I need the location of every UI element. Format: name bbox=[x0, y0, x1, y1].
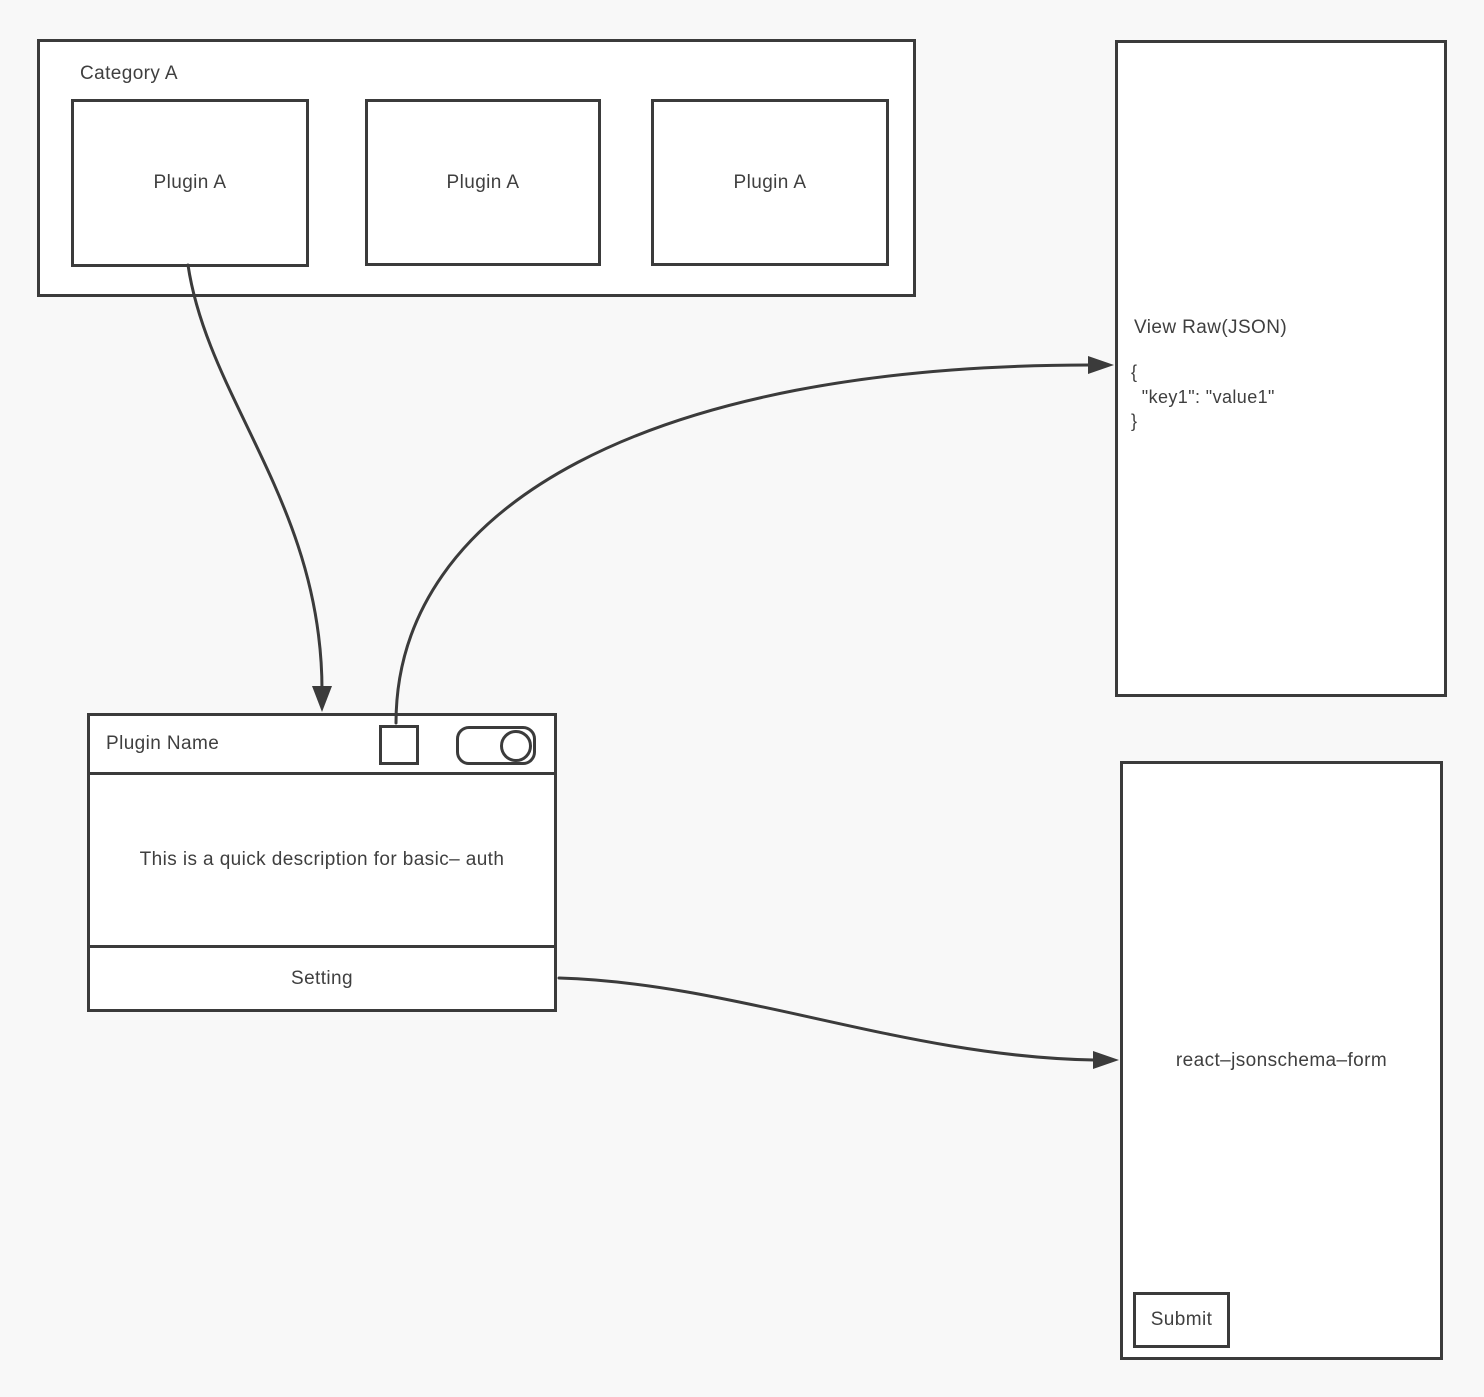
arrowhead-right-viewraw-icon bbox=[1088, 356, 1114, 374]
plugin-card-2[interactable]: Plugin A bbox=[365, 99, 601, 266]
arrowhead-down-icon bbox=[312, 686, 332, 712]
view-raw-title: View Raw(JSON) bbox=[1134, 317, 1288, 338]
json-line-key-value: "key1": "value1" bbox=[1131, 386, 1275, 407]
arrow-plugin-to-card bbox=[186, 263, 324, 692]
enable-toggle[interactable] bbox=[456, 726, 536, 765]
schema-form-panel: react–jsonschema–form Submit bbox=[1120, 761, 1443, 1360]
setting-button[interactable]: Setting bbox=[90, 945, 554, 1009]
plugin-icon[interactable] bbox=[379, 725, 419, 765]
json-snippet: { "key1": "value1" } bbox=[1131, 360, 1275, 434]
view-raw-panel: View Raw(JSON) { "key1": "value1" } bbox=[1115, 40, 1447, 697]
plugin-card-1[interactable]: Plugin A bbox=[71, 99, 309, 267]
arrow-icon-to-viewraw bbox=[394, 363, 1092, 725]
toggle-knob-icon bbox=[500, 730, 532, 762]
plugin-card-3[interactable]: Plugin A bbox=[651, 99, 889, 266]
submit-button[interactable]: Submit bbox=[1133, 1292, 1230, 1348]
plugin-card-2-label: Plugin A bbox=[446, 171, 520, 193]
json-line-close: } bbox=[1131, 411, 1138, 431]
category-label: Category A bbox=[80, 63, 178, 84]
plugin-description: This is a quick description for basic– a… bbox=[139, 849, 505, 870]
schema-form-label: react–jsonschema–form bbox=[1175, 1049, 1388, 1071]
json-line-open: { bbox=[1131, 362, 1138, 382]
plugin-card-3-label: Plugin A bbox=[733, 171, 807, 193]
plugin-detail-card: Plugin Name This is a quick description … bbox=[87, 713, 557, 1012]
plugin-name-label: Plugin Name bbox=[106, 733, 220, 754]
arrowhead-right-form-icon bbox=[1093, 1051, 1119, 1069]
category-panel: Category A Plugin A Plugin A Plugin A bbox=[37, 39, 916, 297]
plugin-card-header: Plugin Name bbox=[90, 716, 554, 775]
plugin-card-1-label: Plugin A bbox=[153, 172, 227, 193]
arrow-setting-to-form bbox=[557, 976, 1096, 1062]
